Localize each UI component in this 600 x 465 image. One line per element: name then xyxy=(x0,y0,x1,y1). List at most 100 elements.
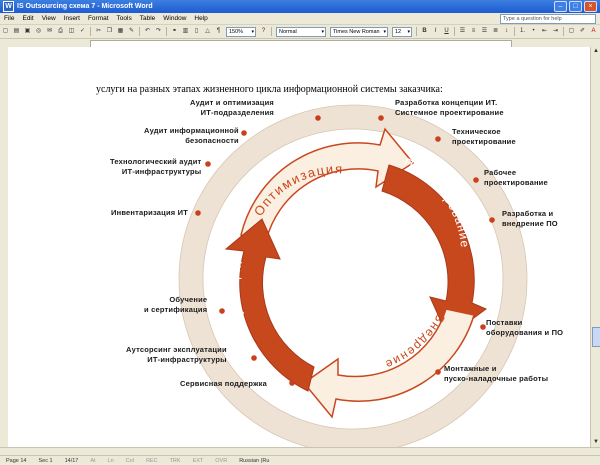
arrow-implementation xyxy=(302,308,475,419)
decrease-indent-icon[interactable]: ⇤ xyxy=(541,28,548,34)
menu-edit[interactable]: Edit xyxy=(22,15,34,22)
ring-dot xyxy=(251,355,257,361)
status-page: Page 14 xyxy=(6,457,27,464)
status-ext[interactable]: EXT xyxy=(192,457,204,464)
cut-icon[interactable]: ✂ xyxy=(95,28,102,34)
email-icon[interactable]: ✉ xyxy=(46,28,53,34)
print-icon[interactable]: ⎙ xyxy=(58,28,63,34)
drawing-icon[interactable]: △ xyxy=(205,28,210,34)
status-section: Sec 1 xyxy=(38,457,53,464)
zoom-select[interactable]: 150% xyxy=(226,26,256,37)
scroll-up-icon[interactable]: ▲ xyxy=(593,48,599,54)
border-icon[interactable]: ▢ xyxy=(568,28,575,34)
scroll-down-icon[interactable]: ▼ xyxy=(593,439,599,445)
increase-indent-icon[interactable]: ⇥ xyxy=(552,28,559,34)
hyperlink-icon[interactable]: ⚭ xyxy=(171,28,178,34)
save-icon[interactable]: ▣ xyxy=(24,28,31,34)
status-page-count: 14/17 xyxy=(64,457,79,464)
align-center-icon[interactable]: ≡ xyxy=(471,28,476,34)
menu-view[interactable]: View xyxy=(41,15,56,22)
ring-dot xyxy=(378,115,384,121)
ring-dot xyxy=(489,217,495,223)
outer-ring-border-outer xyxy=(178,104,528,447)
copy-icon[interactable]: ❐ xyxy=(106,28,113,34)
bold-icon[interactable]: B xyxy=(422,28,427,34)
new-document-icon[interactable]: ▢ xyxy=(2,28,9,34)
bullets-icon[interactable]: • xyxy=(532,28,535,34)
redo-icon[interactable]: ↷ xyxy=(155,28,162,34)
paste-icon[interactable]: ▦ xyxy=(117,28,124,34)
menu-tools[interactable]: Tools xyxy=(116,15,132,22)
ring-dot xyxy=(205,161,211,167)
spelling-icon[interactable]: ✓ xyxy=(79,28,86,34)
menu-insert[interactable]: Insert xyxy=(63,15,80,22)
menu-window[interactable]: Window xyxy=(163,15,187,22)
status-bar: Page 14 Sec 1 14/17 At Ln Col REC TRK EX… xyxy=(0,455,600,465)
print-preview-icon[interactable]: ◫ xyxy=(68,28,75,34)
justify-icon[interactable]: ≣ xyxy=(492,28,499,34)
close-button[interactable]: × xyxy=(584,1,597,12)
align-right-icon[interactable]: ☰ xyxy=(481,28,488,34)
font-select[interactable]: Times New Roman xyxy=(330,26,388,37)
status-ovr[interactable]: OVR xyxy=(215,457,228,464)
window-title: IS Outsourcing схема 7 - Microsoft Word xyxy=(17,3,153,10)
columns-icon[interactable]: ▯ xyxy=(194,28,199,34)
ring-dot xyxy=(435,136,441,142)
status-language: Russian (Ru xyxy=(239,457,270,464)
status-rec[interactable]: REC xyxy=(145,457,158,464)
outer-ring xyxy=(179,105,527,447)
title-bar: W IS Outsourcing схема 7 - Microsoft Wor… xyxy=(0,0,600,13)
horizontal-ruler[interactable] xyxy=(0,39,600,48)
minimize-button[interactable]: – xyxy=(554,1,567,12)
align-left-icon[interactable]: ☰ xyxy=(459,28,466,34)
scroll-thumb[interactable] xyxy=(592,327,600,347)
format-painter-icon[interactable]: ✎ xyxy=(128,28,135,34)
document-heading: услуги на разных этапах жизненного цикла… xyxy=(96,84,443,95)
label-it-inventory: Инвентаризация ИТ xyxy=(111,208,189,217)
table-icon[interactable]: ▥ xyxy=(182,28,189,34)
label-service-support: Сервисная поддержка xyxy=(180,379,267,388)
horizontal-scrollbar[interactable] xyxy=(0,447,600,456)
line-spacing-icon[interactable]: ↕ xyxy=(505,28,508,34)
word-app-icon[interactable]: W xyxy=(3,1,14,12)
permission-icon[interactable]: ◎ xyxy=(35,28,42,34)
menu-bar: File Edit View Insert Format Tools Table… xyxy=(0,13,600,25)
underline-icon[interactable]: U xyxy=(444,28,449,34)
highlight-icon[interactable]: ✐ xyxy=(579,28,586,34)
vertical-ruler[interactable] xyxy=(0,47,8,447)
document-page[interactable]: услуги на разных этапах жизненного цикла… xyxy=(8,47,590,447)
ring-dot xyxy=(219,308,225,314)
help-icon[interactable]: ? xyxy=(261,28,266,34)
show-hide-icon[interactable]: ¶ xyxy=(216,28,221,34)
menu-table[interactable]: Table xyxy=(139,15,156,22)
ring-dot xyxy=(473,177,479,183)
menu-file[interactable]: File xyxy=(4,15,15,22)
ring-dot xyxy=(241,130,247,136)
menu-format[interactable]: Format xyxy=(87,15,109,22)
label-concept-development: Разработка концепции ИТ.Системное проект… xyxy=(395,98,504,117)
ask-question-input[interactable]: Type a question for help xyxy=(500,13,596,24)
ring-dot xyxy=(289,380,295,386)
font-color-icon[interactable]: A xyxy=(591,28,596,34)
arrow-operation xyxy=(224,218,315,392)
maximize-button[interactable]: □ xyxy=(569,1,582,12)
lifecycle-diagram: Оптимизация Проектирование Внедрение Экс… xyxy=(178,104,528,447)
open-folder-icon[interactable]: ▤ xyxy=(13,28,20,34)
italic-icon[interactable]: I xyxy=(434,28,437,34)
status-trk[interactable]: TRK xyxy=(169,457,181,464)
numbering-icon[interactable]: ⒈ xyxy=(519,28,526,34)
menu-help[interactable]: Help xyxy=(194,15,208,22)
font-size-select[interactable]: 12 xyxy=(392,26,412,37)
ring-dot xyxy=(195,210,201,216)
style-select[interactable]: Normal xyxy=(276,26,326,37)
vertical-scrollbar[interactable]: ▲ ▼ xyxy=(590,47,600,447)
outer-ring-border-inner xyxy=(202,128,504,430)
undo-icon[interactable]: ↶ xyxy=(144,28,151,34)
